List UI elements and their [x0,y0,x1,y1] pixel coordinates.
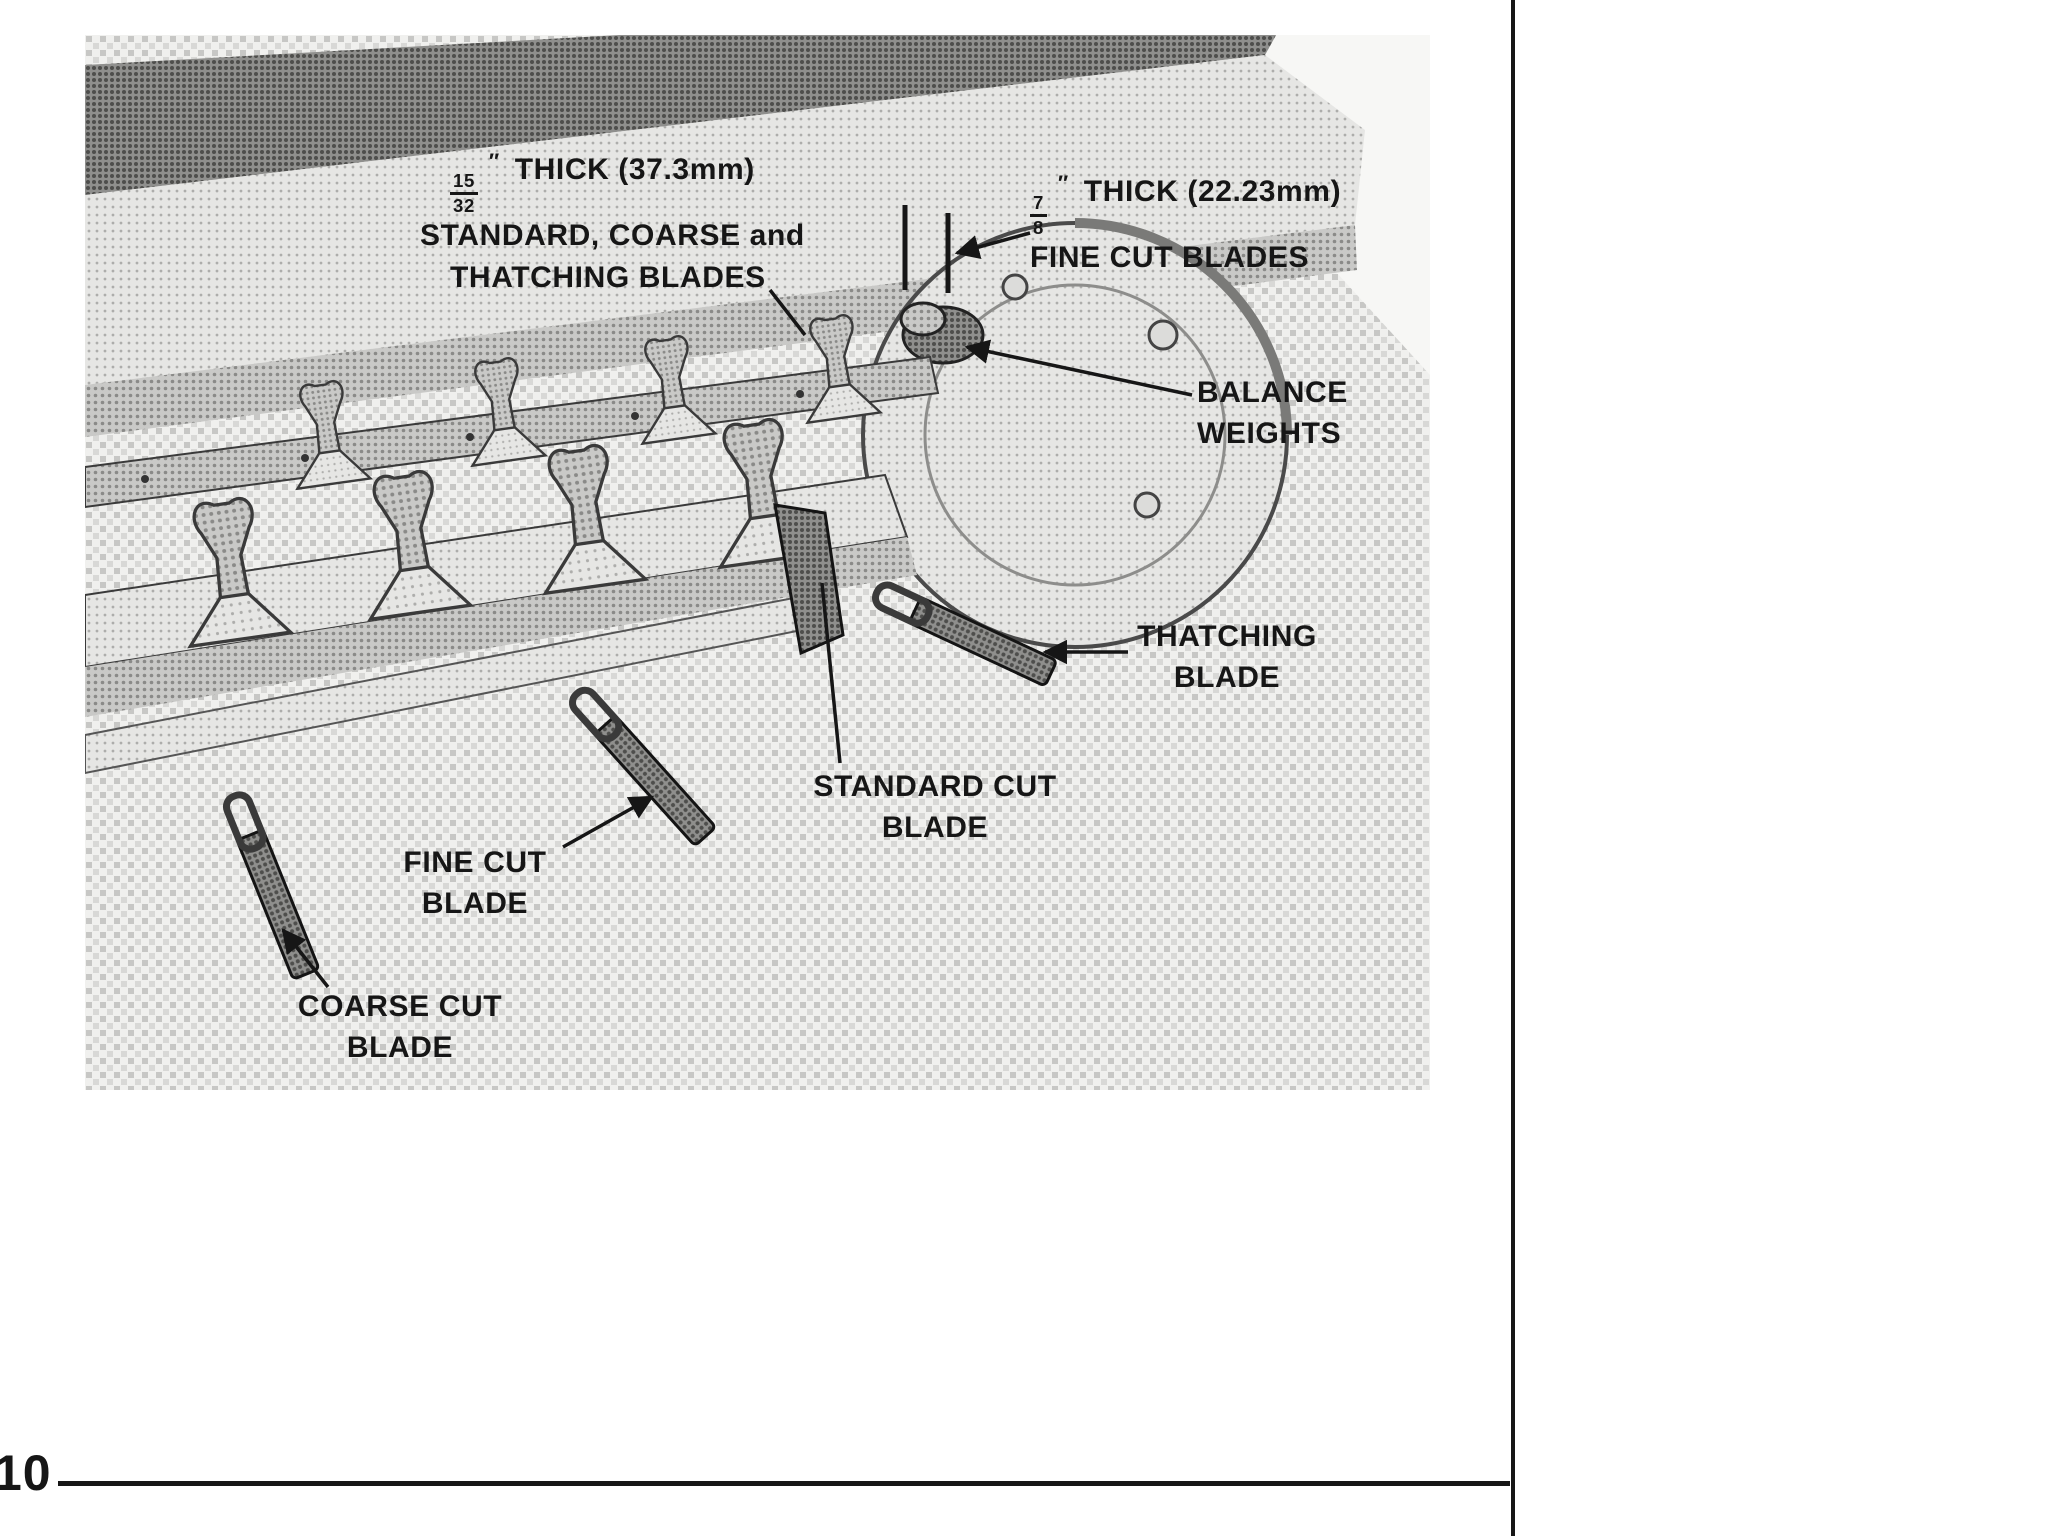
bolts [141,390,804,483]
page-border [1511,0,1515,1536]
leader-line-fine-cut-blade [562,795,655,849]
leader-line-balance-weights [964,339,1193,397]
fraction-denominator: 8 [1033,216,1044,238]
label-text: COARSE CUT [297,990,503,1023]
inch-mark: ″ [1057,170,1069,195]
label-fine-cut-blade: FINE CUT BLADE [380,842,570,925]
leader-line-standard-cut-blade [820,582,842,764]
label-text: FINE CUT [403,846,547,879]
leader-line-standard-thickness [768,288,807,337]
balance-weights [899,301,985,365]
label-text: BLADE [346,1031,454,1065]
label-text: THICK (22.23mm) [1083,175,1342,208]
fraction: 15 32 [450,171,478,215]
label-text: STANDARD CUT [813,770,1057,803]
reel-lower-bar-shade [85,537,917,717]
end-cap-rim [1074,218,1292,436]
leader-line-coarse-cut-blade [281,928,330,989]
end-cap-hole [1133,491,1161,519]
halftone-photo [85,35,1430,1090]
label-text: THATCHING BLADES [450,260,766,294]
label-coarse-cut-blade: COARSE CUT BLADE [285,986,515,1069]
label-text: BLADE [1173,661,1281,695]
label-text: FINE CUT BLADES [1030,241,1309,275]
label-text: THICK (37.3mm) [514,153,755,186]
fraction-numerator: 7 [1030,193,1047,217]
label-balance-weights: BALANCE WEIGHTS [1197,372,1348,455]
reel-illustration [85,35,1430,1090]
end-cap-inner-ring [923,283,1227,587]
fraction: 7 8 [1030,193,1047,237]
reel-roller [85,55,1365,385]
fraction-numerator: 15 [450,171,478,195]
label-text: STANDARD, COARSE and [420,219,805,253]
label-standard-thickness: 15 32 ″ THICK (37.3mm) STANDARD, COARSE … [420,146,805,298]
page-number: 10 [0,1445,52,1501]
label-standard-cut-blade: STANDARD CUT BLADE [800,766,1070,849]
label-text: BLADE [421,887,529,921]
inch-mark: ″ [488,148,500,173]
fraction-denominator: 32 [453,194,475,216]
reel-top-shadow-band [85,35,1277,195]
label-text: WEIGHTS [1197,417,1342,451]
label-text: BALANCE [1197,376,1348,409]
leader-line-fine-thickness [954,231,1031,259]
leader-lines [281,205,1193,989]
end-cap-hole [1147,319,1179,351]
label-thatching-blade: THATCHING BLADE [1122,616,1332,699]
label-text: THATCHING [1137,620,1317,653]
bottom-rule [58,1481,1510,1486]
label-fine-thickness: 7 8 ″ THICK (22.23mm) FINE CUT BLADES [1030,168,1341,279]
end-cap-hole [1001,273,1029,301]
label-text: BLADE [881,811,989,845]
reel-body [85,35,1365,775]
